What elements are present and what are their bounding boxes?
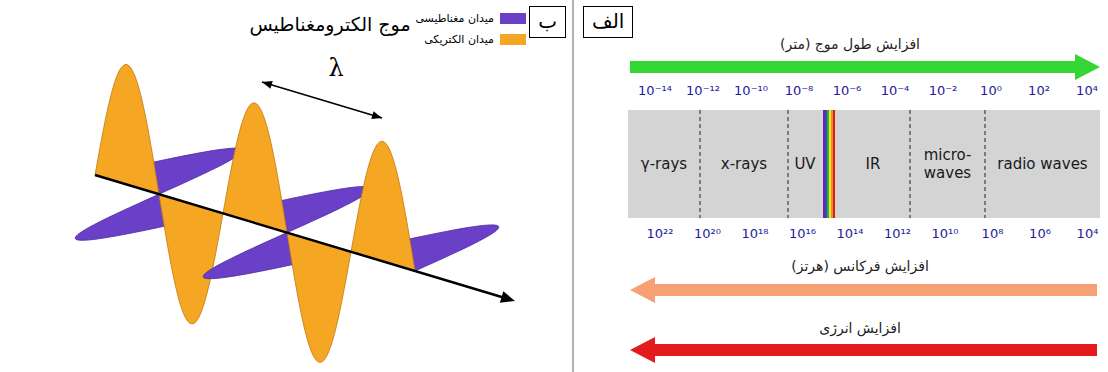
node-label: γ-rays — [641, 155, 687, 173]
wavelength-arrow — [630, 54, 1100, 80]
frequency-tick: 10⁶ — [1029, 226, 1051, 241]
wavelength-tick: 10⁰ — [980, 83, 1002, 98]
legend-swatch — [500, 13, 526, 24]
frequency-tick: 10²⁰ — [694, 226, 721, 241]
legend-text: میدان الکتریکی — [424, 33, 494, 46]
axis-caption: افزایش انرژی — [819, 320, 901, 336]
frequency-arrow — [630, 277, 1097, 303]
visible-strip — [823, 110, 825, 218]
wavelength-tick: 10⁻⁴ — [881, 83, 910, 98]
legend-swatch — [500, 34, 526, 45]
electric-lobe — [351, 141, 415, 271]
legend-row: میدان الکتریکی — [424, 33, 526, 46]
node-label: UV — [794, 155, 815, 173]
node-label: الف — [592, 9, 624, 33]
visible-strip — [831, 110, 833, 218]
frequency-tick: 10¹⁸ — [742, 226, 769, 241]
em-wave — [75, 65, 515, 363]
wavelength-symbol: λ — [328, 54, 343, 82]
spectrum-region: micro- waves — [910, 110, 985, 218]
visible-strip — [829, 110, 831, 218]
legend-text: میدان مغناطیسی — [415, 12, 494, 25]
band-divider — [910, 110, 911, 218]
electric-lobe — [159, 194, 223, 324]
propagation-axis — [95, 175, 505, 298]
band-divider — [700, 110, 701, 218]
visible-strip — [825, 110, 827, 218]
node-label: x-rays — [721, 155, 767, 173]
band-divider — [985, 110, 986, 218]
visible-strip — [827, 110, 829, 218]
spectrum-region: γ-rays — [628, 110, 700, 218]
wavelength-tick: 10⁻¹² — [686, 83, 720, 98]
wavelength-span — [262, 82, 382, 118]
node-label: radio waves — [997, 155, 1087, 173]
frequency-tick: 10¹⁰ — [932, 226, 959, 241]
wavelength-tick: 10⁴ — [1076, 83, 1098, 98]
panel-tag: ب — [529, 6, 566, 38]
frequency-tick: 10¹⁶ — [789, 226, 816, 241]
spectrum-band — [628, 110, 1100, 218]
node-label: IR — [866, 155, 881, 173]
frequency-tick: 10⁴ — [1077, 226, 1099, 241]
wavelength-tick: 10⁻² — [929, 83, 958, 98]
node-label: micro- waves — [912, 146, 983, 182]
wavelength-tick: 10² — [1028, 83, 1050, 98]
node-label: ب — [538, 9, 557, 33]
wavelength-tick: 10⁻¹⁴ — [638, 83, 672, 98]
diagram-title: موج الکترومغناطیس — [249, 13, 410, 35]
span-arrowhead — [262, 81, 273, 89]
axis-caption: افزایش فرکانس (هرتز) — [791, 258, 929, 274]
wavelength-tick: 10⁻¹⁰ — [734, 83, 768, 98]
energy-arrow — [630, 337, 1097, 363]
spectrum-region: x-rays — [700, 110, 788, 218]
electric-lobe — [95, 65, 159, 195]
panel-divider — [572, 0, 574, 372]
frequency-tick: 10²² — [647, 226, 674, 241]
span-arrowhead — [371, 111, 382, 119]
spectrum-region: UV — [788, 110, 822, 218]
axis-arrowhead — [500, 291, 515, 302]
frequency-tick: 10¹² — [884, 226, 911, 241]
spectrum-region: radio waves — [985, 110, 1100, 218]
band-divider — [788, 110, 789, 218]
frequency-tick: 10¹⁴ — [837, 226, 864, 241]
panel-tag: الف — [583, 6, 633, 38]
axis-caption: افزایش طول موج (متر) — [780, 36, 920, 52]
wavelength-tick: 10⁻⁸ — [785, 83, 814, 98]
spectrum-region: IR — [836, 110, 910, 218]
visible-strip — [833, 110, 835, 218]
electric-lobe — [223, 103, 287, 233]
electric-lobe — [287, 233, 351, 363]
wavelength-tick: 10⁻⁶ — [833, 83, 862, 98]
legend-row: میدان مغناطیسی — [415, 12, 526, 25]
frequency-tick: 10⁸ — [982, 226, 1004, 241]
